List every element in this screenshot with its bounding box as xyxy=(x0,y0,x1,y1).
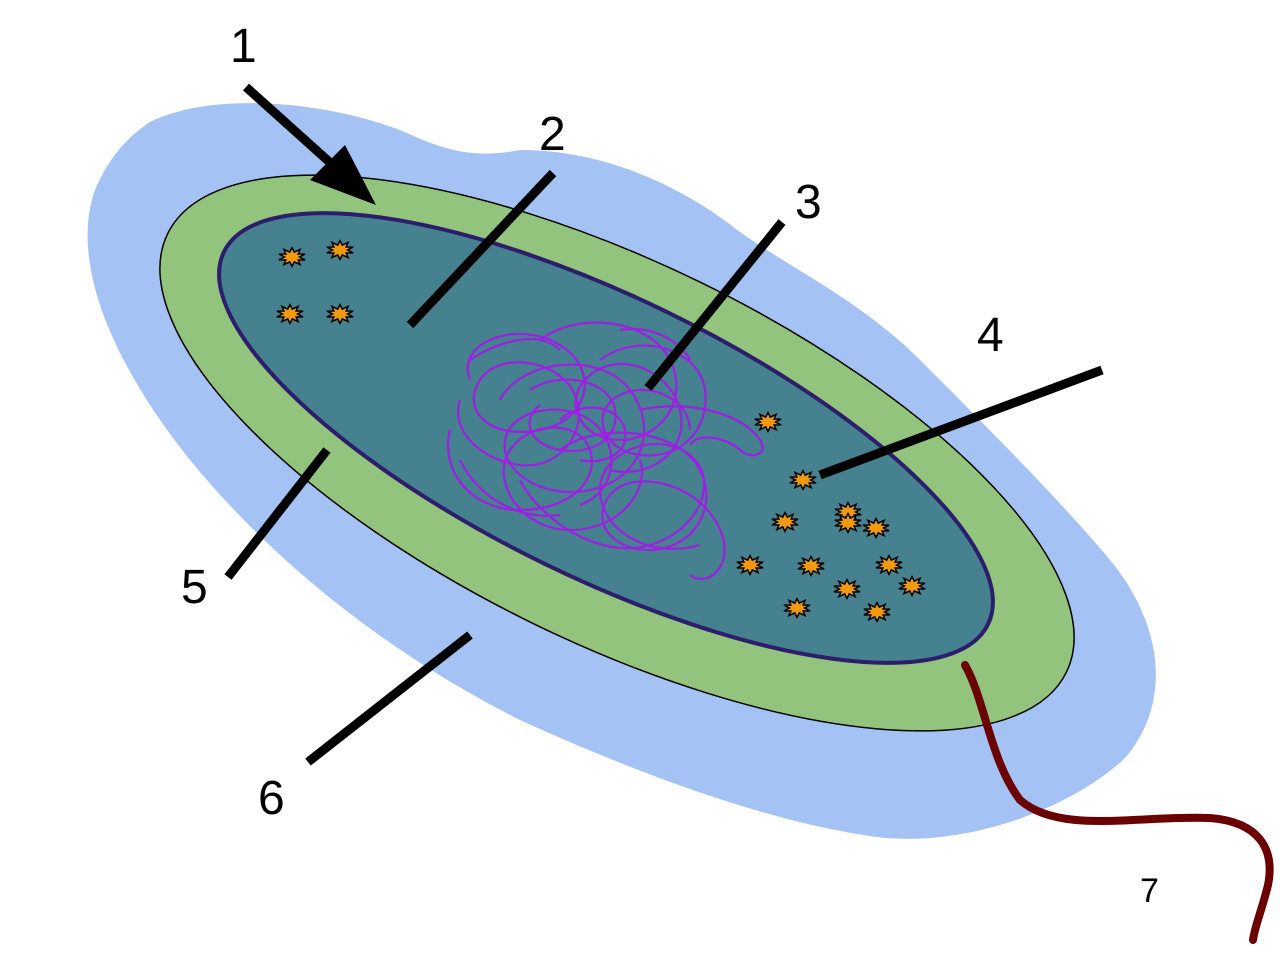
ribosome-icon xyxy=(833,577,861,601)
pointer-lines xyxy=(224,83,1104,766)
ribosome-icon xyxy=(771,510,799,534)
ribosome-icon xyxy=(326,302,354,326)
nucleoid-icon xyxy=(447,321,764,581)
ribosome-icon xyxy=(875,553,903,577)
ribosome-icon xyxy=(797,554,825,578)
ribosome-icon xyxy=(863,600,891,624)
pointer-6 xyxy=(305,631,473,766)
pointer-1-arrowhead xyxy=(310,145,376,205)
label-6: 6 xyxy=(258,772,285,825)
label-5: 5 xyxy=(181,561,208,614)
ribosome-icon xyxy=(326,239,354,262)
flagellum-icon xyxy=(961,661,1274,944)
label-1: 1 xyxy=(230,20,257,73)
label-4: 4 xyxy=(977,309,1004,362)
ribosome-icon xyxy=(278,246,306,269)
label-2: 2 xyxy=(539,108,566,161)
pointer-4 xyxy=(818,365,1104,480)
ribosome-icon xyxy=(789,468,817,492)
pointer-5 xyxy=(224,447,331,580)
ribosome-icon xyxy=(736,553,764,577)
label-7: 7 xyxy=(1140,872,1159,910)
ribosome-icon xyxy=(754,410,782,434)
pointer-3 xyxy=(644,219,786,391)
pointer-2 xyxy=(406,169,557,329)
ribosome-icon xyxy=(276,302,304,326)
ribosome-icon xyxy=(862,516,890,540)
ribosome-icon xyxy=(898,574,926,598)
ribosome-icon xyxy=(834,511,862,535)
ribosome-icon xyxy=(783,596,811,620)
ribosome-group xyxy=(276,239,926,624)
pointer-1 xyxy=(242,83,349,180)
label-3: 3 xyxy=(795,176,822,229)
